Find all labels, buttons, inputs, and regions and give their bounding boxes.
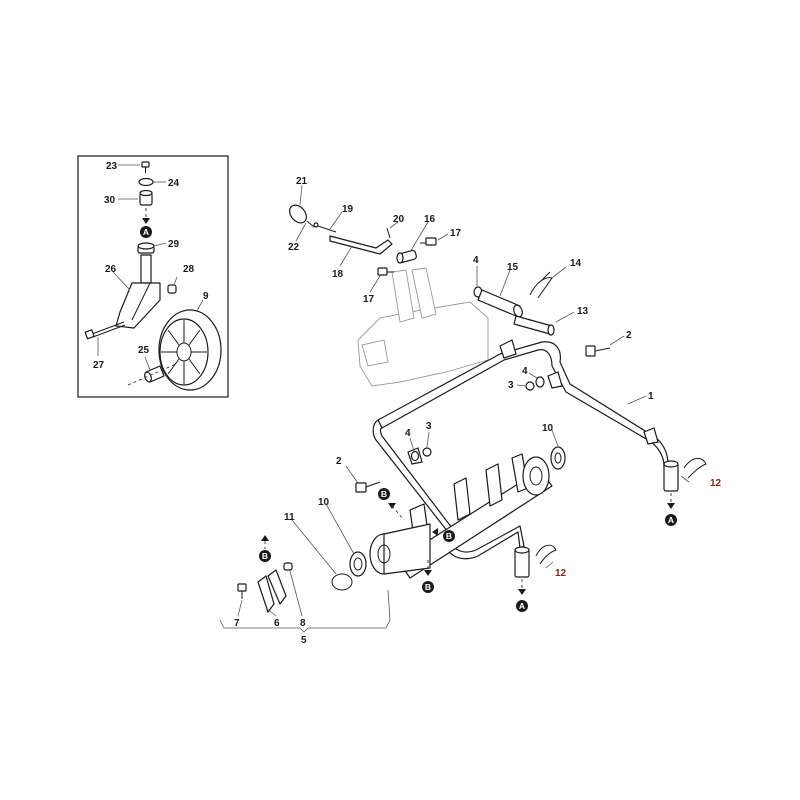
part-25-spacer: [144, 365, 165, 383]
part-3-nut-low: [422, 447, 432, 457]
ref-b-right: B: [432, 528, 455, 542]
height-adjuster: [289, 204, 437, 276]
svg-text:B: B: [262, 551, 268, 561]
part-28-nut: [167, 284, 177, 294]
part-10-bearing-right: [550, 446, 566, 470]
svg-text:B: B: [381, 489, 387, 499]
part-2-bolt-upper: [585, 345, 611, 357]
svg-text:A: A: [143, 227, 149, 237]
label-23: 23: [106, 161, 118, 172]
part-7-screw: [237, 583, 247, 599]
part-11-oring: [331, 573, 353, 591]
part-15-rod: [477, 289, 523, 318]
part-26-fork: [115, 254, 161, 329]
part-20-rod: [386, 227, 391, 239]
label-30: 30: [104, 195, 116, 206]
svg-text:A: A: [519, 601, 525, 611]
part-2-bolt-lower: [355, 481, 381, 493]
ref-badge-a-inset: A: [140, 226, 152, 238]
part-12-clip-front: [535, 544, 557, 565]
label-27: 27: [93, 360, 105, 371]
deck-silhouette: [357, 267, 489, 387]
part-29-cap: [137, 242, 155, 254]
inset-wheel-assembly: A: [77, 155, 229, 398]
part-13-rod: [513, 315, 555, 336]
part-9-wheel: [158, 309, 222, 391]
part-10-bearing-left: [349, 551, 367, 577]
part-22-pin: [306, 220, 315, 228]
label-9: 9: [203, 291, 209, 302]
part-12-clip-right: [683, 458, 707, 479]
label-22: 22: [288, 242, 300, 253]
part-14-clip: [529, 271, 553, 299]
part-4-washer-low: [410, 450, 420, 462]
label-17b: 17: [363, 294, 375, 305]
pivot-rods: [473, 271, 555, 336]
label-24: 24: [168, 178, 180, 189]
svg-text:B: B: [425, 582, 431, 592]
label-25: 25: [138, 345, 150, 356]
ref-b-left: B: [259, 535, 271, 562]
label-6: 6: [274, 618, 280, 629]
label-15: 15: [507, 262, 519, 273]
label-2b: 2: [336, 456, 342, 467]
label-29: 29: [168, 239, 180, 250]
label-4c: 4: [405, 428, 411, 439]
part-16-bracket: [396, 249, 417, 264]
part-21-knob: [289, 204, 307, 224]
part-30-bushing: [139, 189, 153, 206]
part-19-spring: [317, 225, 337, 233]
ref-b-upper: B: [378, 488, 405, 521]
label-1: 1: [648, 391, 654, 402]
label-7: 7: [234, 618, 240, 629]
label-14: 14: [570, 258, 582, 269]
label-17a: 17: [450, 228, 462, 239]
part-17-screw-b: [377, 267, 394, 276]
roller-shaft: [331, 446, 566, 591]
part-6-bracket: [257, 569, 287, 613]
label-4a: 4: [473, 255, 479, 266]
label-3a: 3: [508, 380, 514, 391]
ref-a-front: A: [516, 579, 528, 612]
part-8-nut: [283, 562, 293, 571]
label-10b: 10: [318, 497, 330, 508]
label-8: 8: [300, 618, 306, 629]
label-16: 16: [424, 214, 436, 225]
part-4-washer-mid: [535, 376, 545, 388]
labels-main: 21 22 19 20 18 16 17 17 4 15 14 13 2 4 3…: [219, 176, 722, 646]
label-13: 13: [577, 306, 589, 317]
svg-text:B: B: [446, 531, 452, 541]
part-24-washer: [138, 177, 154, 187]
label-21: 21: [296, 176, 308, 187]
frame-foot-right: [663, 460, 679, 492]
roller-hub-left: [369, 523, 431, 575]
label-3b: 3: [426, 421, 432, 432]
label-11: 11: [284, 512, 295, 523]
label-26: 26: [105, 264, 117, 275]
label-10a: 10: [542, 423, 554, 434]
label-4b: 4: [522, 366, 528, 377]
frame-foot-front: [514, 546, 530, 578]
ref-b-lower: B: [422, 560, 434, 593]
label-18: 18: [332, 269, 344, 280]
part-17-screw-a: [420, 237, 437, 246]
part-18-lever: [329, 235, 393, 255]
part-27-bolt: [84, 321, 126, 340]
scraper-bracket: [237, 562, 293, 613]
label-28: 28: [183, 264, 195, 275]
part-23-screw: [141, 161, 150, 173]
ref-a-right: A: [665, 493, 677, 526]
part-3-nut-mid: [525, 381, 535, 391]
label-12a: 12: [710, 478, 722, 489]
label-5: 5: [301, 635, 307, 646]
label-19: 19: [342, 204, 354, 215]
roller-hub-right: [522, 456, 550, 496]
label-20: 20: [393, 214, 405, 225]
svg-text:A: A: [668, 515, 674, 525]
label-2a: 2: [626, 330, 632, 341]
label-12b: 12: [555, 568, 567, 579]
